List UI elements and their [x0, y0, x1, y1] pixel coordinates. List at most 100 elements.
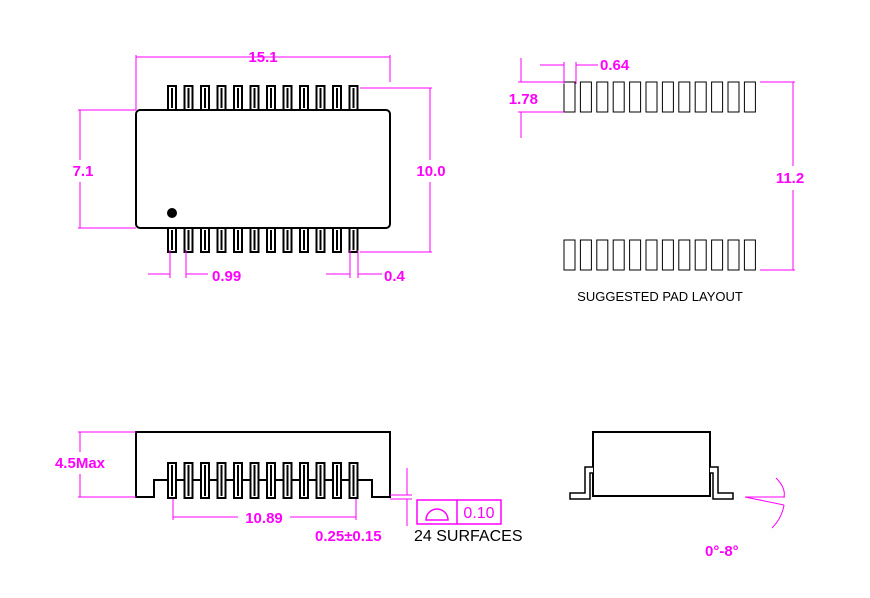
lead-side-4	[216, 462, 227, 499]
lead-top-2-core	[187, 88, 190, 108]
lead-top-10	[315, 85, 326, 111]
pad-lower-7	[661, 239, 674, 271]
lead-side-8-core	[286, 465, 289, 496]
lead-side-8	[282, 462, 293, 499]
pad-upper-6	[645, 81, 658, 113]
dim-pin-span	[172, 499, 357, 520]
pad-lower-12	[743, 239, 756, 271]
end-view: 0°-8°	[569, 431, 785, 560]
pad-lower-9	[694, 239, 707, 271]
top-pins-lower	[167, 227, 359, 253]
lead-top-8-core	[286, 88, 289, 108]
lead-bottom-10-core	[319, 230, 322, 250]
lead-side-7-core	[270, 465, 272, 496]
lead-top-9	[299, 85, 309, 111]
lead-side-10-core	[319, 465, 322, 496]
dim-pad-length-label: 1.78	[509, 91, 538, 108]
lead-top-6	[249, 85, 260, 111]
lead-top-11-core	[336, 88, 338, 108]
lead-side-6	[249, 462, 260, 499]
lead-top-1-core	[171, 88, 173, 108]
pad-lower-3	[596, 239, 609, 271]
lead-side-12-core	[352, 465, 355, 496]
lead-bottom-6-core	[253, 230, 256, 250]
lead-bottom-9-core	[303, 230, 305, 250]
dim-standoff	[390, 468, 412, 526]
lead-bottom-8	[282, 227, 293, 253]
lead-bottom-3	[200, 227, 210, 253]
pad-lower-10	[711, 239, 724, 271]
lead-side-4-core	[220, 465, 223, 496]
side-pins	[167, 462, 359, 499]
pad-upper-8	[678, 81, 691, 113]
dim-body-height-label: 7.1	[73, 163, 94, 180]
dim-overall-height	[360, 87, 432, 253]
lead-top-4-core	[220, 88, 223, 108]
coplanarity-frame	[416, 499, 502, 525]
top-pins-upper	[167, 85, 359, 111]
dim-pitch	[148, 250, 208, 278]
lead-top-8	[282, 85, 293, 111]
lead-side-11-core	[336, 465, 338, 496]
gull-wing-lead-left	[569, 466, 593, 500]
lead-top-1	[167, 85, 177, 111]
pad-upper-3	[596, 81, 609, 113]
lead-bottom-1-core	[171, 230, 173, 250]
lead-side-2-core	[187, 465, 190, 496]
lead-side-9-core	[303, 465, 305, 496]
package-body-end	[592, 431, 711, 497]
lead-bottom-6	[249, 227, 260, 253]
pad-upper-7	[661, 81, 674, 113]
lead-top-6-core	[253, 88, 256, 108]
pads-upper-row	[563, 81, 756, 113]
dim-width	[135, 55, 391, 110]
lead-bottom-12	[348, 227, 359, 253]
pad-lower-4	[612, 239, 625, 271]
dim-pad-length	[518, 58, 564, 138]
gull-wing-lead-right	[710, 466, 734, 500]
lead-side-1	[167, 462, 177, 499]
lead-top-5-core	[237, 88, 239, 108]
lead-side-5-core	[237, 465, 239, 496]
lead-bottom-5-core	[237, 230, 239, 250]
lead-bottom-3-core	[204, 230, 206, 250]
dim-lead-width	[326, 250, 382, 278]
lead-bottom-11-core	[336, 230, 338, 250]
pad-lower-1	[563, 239, 576, 271]
lead-side-9	[299, 462, 309, 499]
lead-bottom-2-core	[187, 230, 190, 250]
lead-side-1-core	[171, 465, 173, 496]
pad-upper-10	[711, 81, 724, 113]
dim-row-span-label: 11.2	[776, 170, 804, 187]
dim-angle-label: 0°-8°	[705, 543, 739, 560]
lead-top-2	[183, 85, 194, 111]
pads-lower-row	[563, 239, 756, 271]
dim-pitch-label: 0.99	[212, 268, 241, 285]
lead-top-7	[266, 85, 276, 111]
dim-overall-height-label: 10.0	[416, 163, 445, 180]
lead-side-3	[200, 462, 210, 499]
lead-bottom-8-core	[286, 230, 289, 250]
pad-upper-12	[743, 81, 756, 113]
package-body-side	[135, 431, 391, 498]
lead-top-12	[348, 85, 359, 111]
pad-lower-6	[645, 239, 658, 271]
lead-side-7	[266, 462, 276, 499]
pad-lower-5	[629, 239, 642, 271]
dim-angle	[744, 477, 785, 529]
lead-bottom-9	[299, 227, 309, 253]
lead-top-3-core	[204, 88, 206, 108]
pad-upper-11	[727, 81, 740, 113]
lead-side-5	[233, 462, 243, 499]
coplanarity-note: 24 SURFACES	[414, 528, 522, 545]
dim-pin-span-label: 10.89	[245, 510, 283, 527]
lead-top-11	[332, 85, 342, 111]
lead-side-6-core	[253, 465, 256, 496]
lead-top-9-core	[303, 88, 305, 108]
pad-upper-2	[579, 81, 592, 113]
dim-row-span	[760, 81, 795, 271]
lead-side-12	[348, 462, 359, 499]
pad-lower-8	[678, 239, 691, 271]
lead-side-2	[183, 462, 194, 499]
